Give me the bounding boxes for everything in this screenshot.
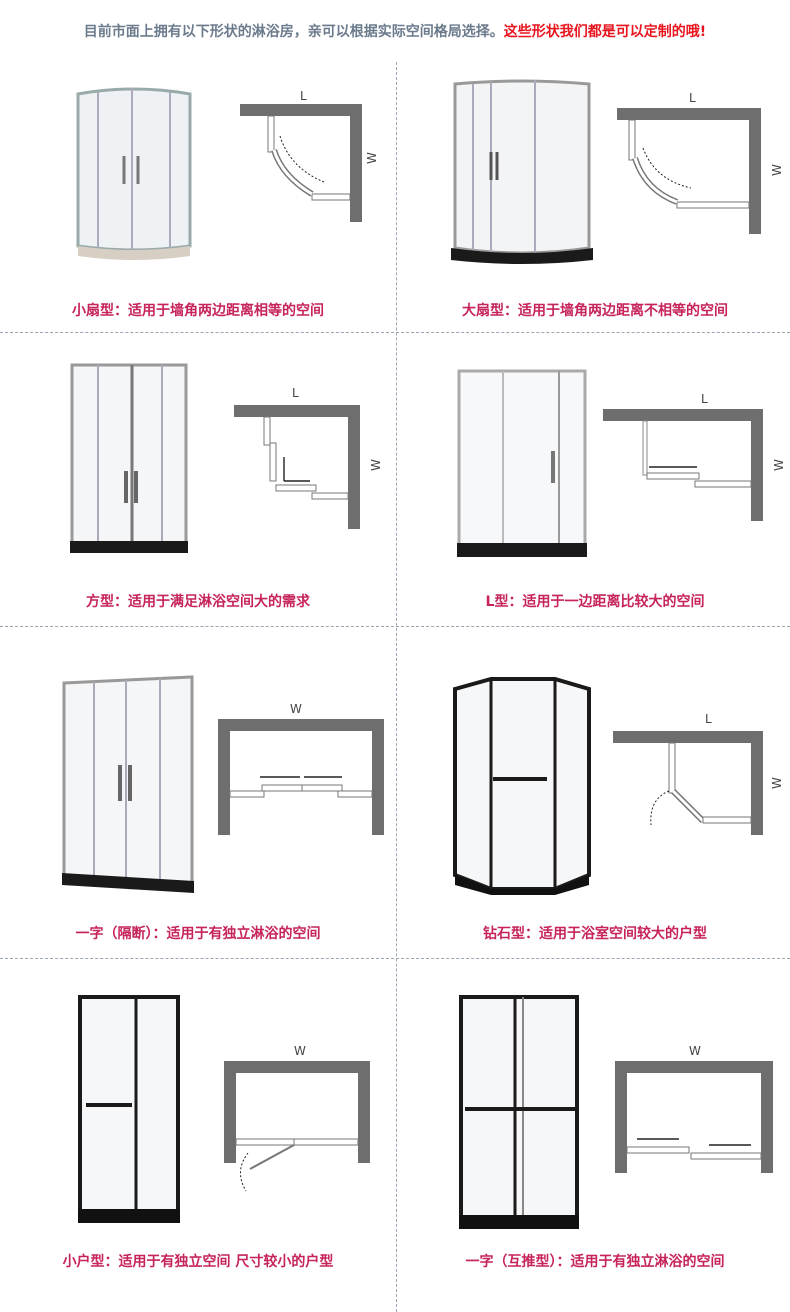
shower-photo-straight-sliding: [459, 995, 579, 1229]
shower-photo-straight-partition: [62, 675, 194, 893]
shower-photo-large-fan: [451, 79, 593, 264]
caption-straight-partition: 一字（隔断）：适用于有独立淋浴的空间: [75, 926, 321, 942]
shape-card-straight-partition: W 一字（隔断）：适用于有独立淋浴的空间: [0, 627, 396, 958]
shower-photo-l-shape: [457, 369, 587, 557]
header-intro: 目前市面上拥有以下形状的淋浴房，亲可以根据实际空间格局选择。: [83, 24, 504, 40]
row-divider: [0, 332, 790, 333]
row-divider: [0, 958, 790, 959]
floor-plan-small-unit: W: [224, 1044, 370, 1192]
caption-small-unit: 小户型：适用于有独立空间 尺寸较小的户型: [62, 1254, 334, 1270]
label-w: W: [294, 1044, 306, 1058]
label-w: W: [365, 152, 379, 164]
shower-photo-square: [70, 363, 188, 553]
label-w: W: [770, 164, 784, 176]
shower-photo-diamond: [453, 677, 591, 895]
floor-plan-l-shape: L W: [603, 392, 786, 521]
caption-diamond: 钻石型：适用于浴室空间较大的户型: [483, 926, 707, 942]
shower-photo-small-fan: [76, 87, 192, 260]
floor-plan-diamond: L W: [613, 712, 784, 835]
floor-plan-straight-partition: W: [218, 702, 384, 835]
floor-plan-square: L W: [234, 386, 383, 529]
shape-card-l-shape: L W L型：适用于一边距离比较大的空间: [397, 333, 790, 626]
caption-large-fan: 大扇型：适用于墙角两边距离不相等的空间: [462, 303, 728, 319]
shape-card-small-unit: W 小户型：适用于有独立空间 尺寸较小的户型: [0, 959, 396, 1312]
caption-small-fan: 小扇型：适用于墙角两边距离相等的空间: [72, 303, 324, 319]
shape-card-square: L W 方型：适用于满足淋浴空间大的需求: [0, 333, 396, 626]
shape-card-straight-sliding: W 一字（互推型）：适用于有独立淋浴的空间: [397, 959, 790, 1312]
row-divider: [0, 626, 790, 627]
label-l: L: [705, 712, 712, 726]
floor-plan-large-fan: L W: [617, 91, 784, 234]
label-l: L: [292, 386, 299, 400]
label-w: W: [290, 702, 302, 716]
label-w: W: [772, 459, 786, 471]
shape-card-small-fan: L W 小扇型：适用于墙角两边距离相等的空间: [0, 62, 396, 332]
label-l: L: [701, 392, 708, 406]
shape-card-large-fan: L W 大扇型：适用于墙角两边距离不相等的空间: [397, 62, 790, 332]
floor-plan-straight-sliding: W: [615, 1044, 773, 1173]
header-highlight: 这些形状我们都是可以定制的哦!: [503, 24, 707, 40]
floor-plan-small-fan: L W: [240, 89, 379, 222]
caption-straight-sliding: 一字（互推型）：适用于有独立淋浴的空间: [465, 1254, 725, 1270]
page-header: 目前市面上拥有以下形状的淋浴房，亲可以根据实际空间格局选择。这些形状我们都是可以…: [0, 0, 790, 62]
label-l: L: [300, 89, 307, 103]
column-divider: [396, 62, 397, 1312]
caption-l-shape: L型：适用于一边距离比较大的空间: [485, 594, 705, 610]
shape-card-diamond: L W 钻石型：适用于浴室空间较大的户型: [397, 627, 790, 958]
label-w: W: [770, 777, 784, 789]
caption-square: 方型：适用于满足淋浴空间大的需求: [86, 594, 310, 610]
label-l: L: [689, 91, 696, 105]
label-w: W: [689, 1044, 701, 1058]
shower-photo-small-unit: [78, 995, 180, 1223]
label-w: W: [369, 459, 383, 471]
